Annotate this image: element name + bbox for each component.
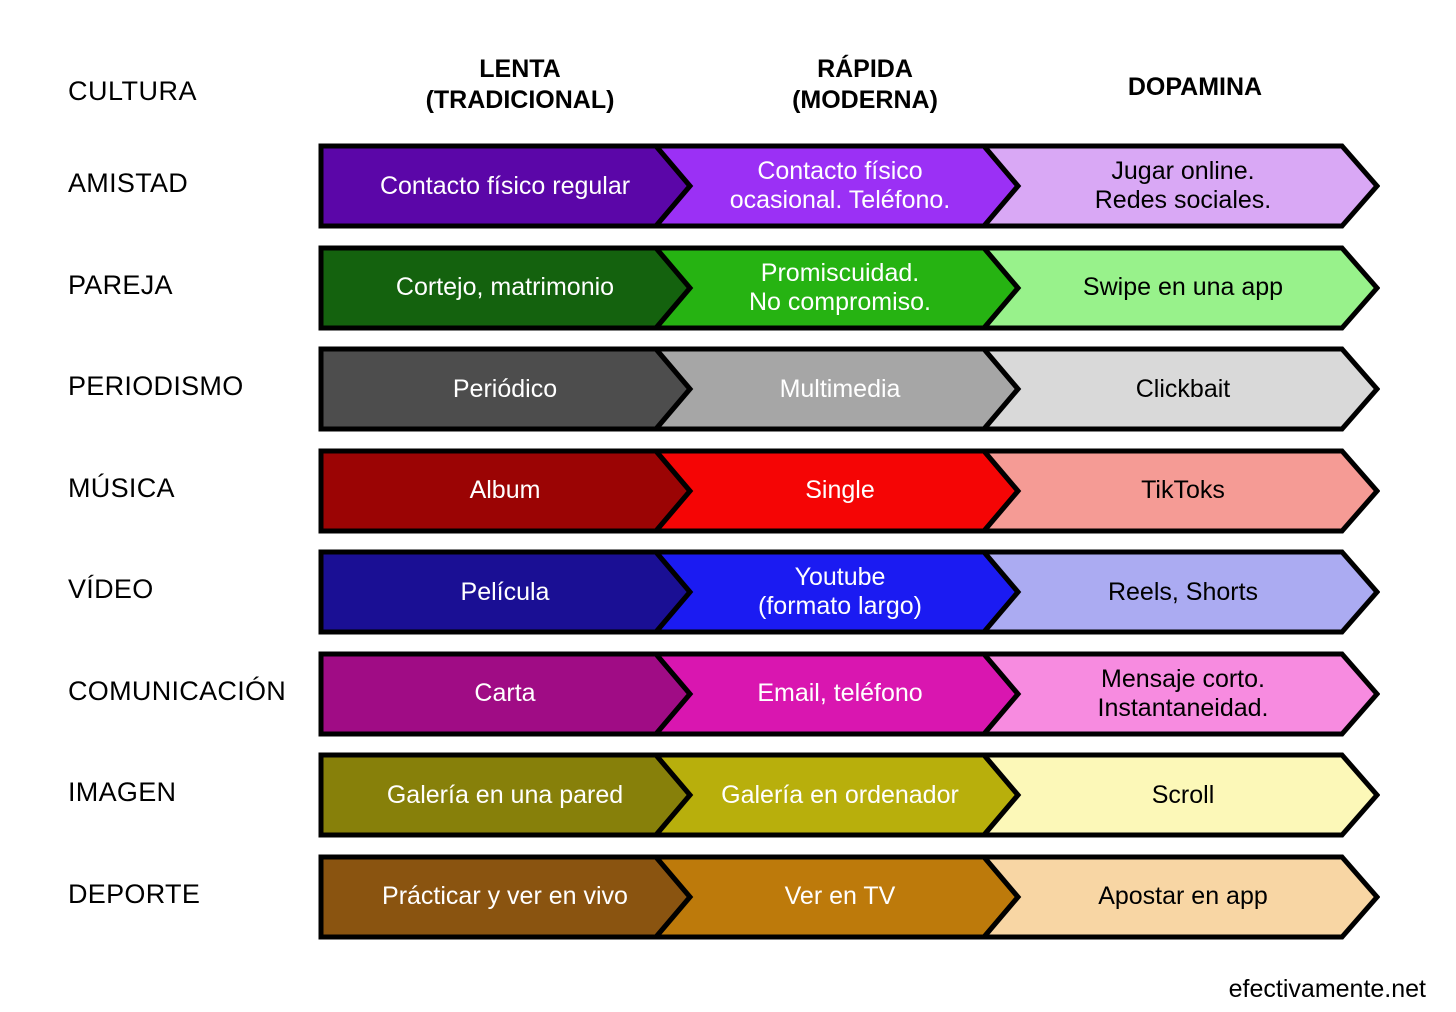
row-label-2: PERIODISMO: [68, 371, 244, 401]
chevron-row-shapes-2: [318, 346, 1380, 432]
row-label-1: PAREJA: [68, 269, 173, 300]
chevron-cell-0-2: [978, 143, 1380, 229]
row-label-4: VÍDEO: [68, 574, 154, 604]
chevron-cell-5-1: [650, 651, 1022, 736]
column-header-dopamina-line1: DOPAMINA: [1127, 73, 1263, 101]
chevron-cell-1-2: [978, 245, 1380, 330]
chevron-cell-7-2: [978, 854, 1380, 939]
column-header-lenta: LENTA (TRADICIONAL): [350, 54, 690, 117]
chevron-cell-1-1: [650, 245, 1022, 330]
column-header-lenta-line1: LENTA: [479, 55, 561, 83]
chevron-cell-4-0: [318, 549, 694, 635]
chevron-cell-6-1: [650, 752, 1022, 838]
chevron-row-shapes-3: [318, 448, 1380, 533]
row-label-3: MÚSICA: [68, 472, 175, 503]
chevron-cell-1-0: [318, 245, 694, 330]
row-label-0: AMISTAD: [68, 168, 189, 198]
column-header-rapida-line2: (MODERNA): [792, 86, 938, 115]
chevron-cell-2-0: [318, 346, 694, 432]
chevron-cell-3-2: [978, 448, 1380, 533]
axis-title-cultura: CULTURA: [68, 76, 198, 106]
chevron-row-shapes-1: [318, 245, 1380, 330]
chevron-cell-0-0: [318, 143, 694, 229]
column-header-lenta-line2: (TRADICIONAL): [425, 86, 615, 115]
column-header-rapida-line1: RÁPIDA: [817, 55, 913, 83]
chevron-row-shapes-7: [318, 854, 1380, 939]
column-header-rapida: RÁPIDA (MODERNA): [700, 54, 1030, 117]
chevron-cell-5-2: [978, 651, 1380, 736]
chevron-cell-7-1: [650, 854, 1022, 939]
chevron-row-shapes-5: [318, 651, 1380, 736]
chevron-cell-2-2: [978, 346, 1380, 432]
chevron-row-shapes-0: [318, 143, 1380, 229]
chevron-cell-6-2: [978, 752, 1380, 838]
row-label-7: DEPORTE: [68, 878, 201, 909]
row-label-6: IMAGEN: [68, 777, 177, 807]
chevron-cell-4-2: [978, 549, 1380, 635]
chevron-cell-3-1: [650, 448, 1022, 533]
chevron-row-shapes-4: [318, 549, 1380, 635]
chevron-cell-6-0: [318, 752, 694, 838]
chevron-cell-4-1: [650, 549, 1022, 635]
chevron-row-shapes-6: [318, 752, 1380, 838]
chevron-cell-2-1: [650, 346, 1022, 432]
row-label-5: COMUNICACIÓN: [68, 675, 287, 706]
site-credit: efectivamente.net: [1228, 975, 1426, 1003]
column-header-dopamina: DOPAMINA: [1030, 72, 1360, 103]
chevron-cell-0-1: [650, 143, 1022, 229]
chevron-cell-5-0: [318, 651, 694, 736]
chevron-cell-7-0: [318, 854, 694, 939]
chevron-cell-3-0: [318, 448, 694, 533]
